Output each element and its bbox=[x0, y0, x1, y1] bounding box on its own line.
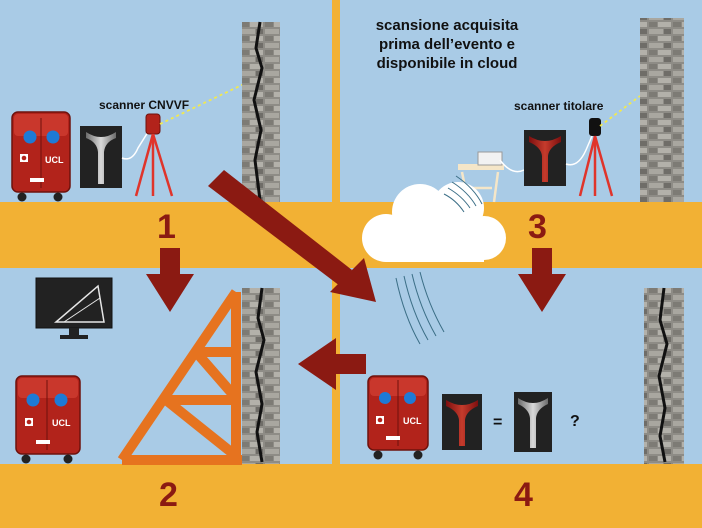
scanner-owner-label: scanner titolare bbox=[514, 99, 604, 113]
download-waves bbox=[395, 271, 445, 345]
laptop-cable bbox=[499, 159, 525, 173]
divider-top bbox=[332, 0, 340, 202]
arrow-left bbox=[298, 338, 366, 390]
pillar-thumbnail-grey bbox=[514, 392, 552, 452]
shoring-structure bbox=[117, 289, 242, 465]
scanner-tripod-1 bbox=[134, 113, 174, 197]
truck-label-2: UCL bbox=[52, 418, 71, 428]
question-mark: ? bbox=[570, 413, 580, 430]
cracked-wall-1 bbox=[242, 21, 280, 202]
pillar-thumbnail-3 bbox=[524, 130, 566, 186]
scanner-cable-3 bbox=[565, 135, 593, 166]
truck-label-1: UCL bbox=[45, 155, 64, 165]
step-number-4: 4 bbox=[514, 476, 533, 514]
cloud-caption-line-2: prima dell’evento e bbox=[379, 36, 515, 53]
scanner-cnvvf-label: scanner CNVVF bbox=[99, 98, 190, 112]
upload-waves bbox=[443, 175, 483, 213]
truck-panel-2 bbox=[15, 375, 81, 464]
cloud-caption-line-3: disponibile in cloud bbox=[376, 55, 518, 72]
cracked-wall-4 bbox=[644, 287, 684, 464]
truck-panel-1 bbox=[11, 111, 71, 202]
cloud-caption-line-1: scansione acquisita bbox=[375, 17, 519, 34]
step-number-1: 1 bbox=[157, 208, 176, 246]
arrow-down-3 bbox=[518, 248, 566, 312]
monitor-icon bbox=[35, 277, 113, 339]
step-number-3: 3 bbox=[528, 208, 547, 246]
pillar-thumbnail-1 bbox=[80, 126, 122, 188]
ground-top bbox=[0, 202, 702, 268]
cracked-wall-3 bbox=[640, 18, 684, 202]
ground-bottom bbox=[0, 464, 702, 528]
truck-label-4: UCL bbox=[403, 416, 422, 426]
scanner-tripod-3 bbox=[578, 118, 614, 197]
laser-beam-3 bbox=[599, 95, 641, 127]
equals-sign: = bbox=[493, 414, 503, 431]
cloud-caption: scansione acquisita prima dell’evento e … bbox=[352, 16, 542, 73]
arrow-down-1 bbox=[146, 248, 194, 312]
pillar-thumbnail-red bbox=[442, 394, 482, 450]
step-number-2: 2 bbox=[159, 476, 178, 514]
scanner-cable-1 bbox=[121, 131, 149, 160]
truck-panel-4 bbox=[367, 375, 429, 460]
arrow-diagonal bbox=[208, 170, 376, 302]
cracked-wall-2 bbox=[242, 287, 280, 464]
